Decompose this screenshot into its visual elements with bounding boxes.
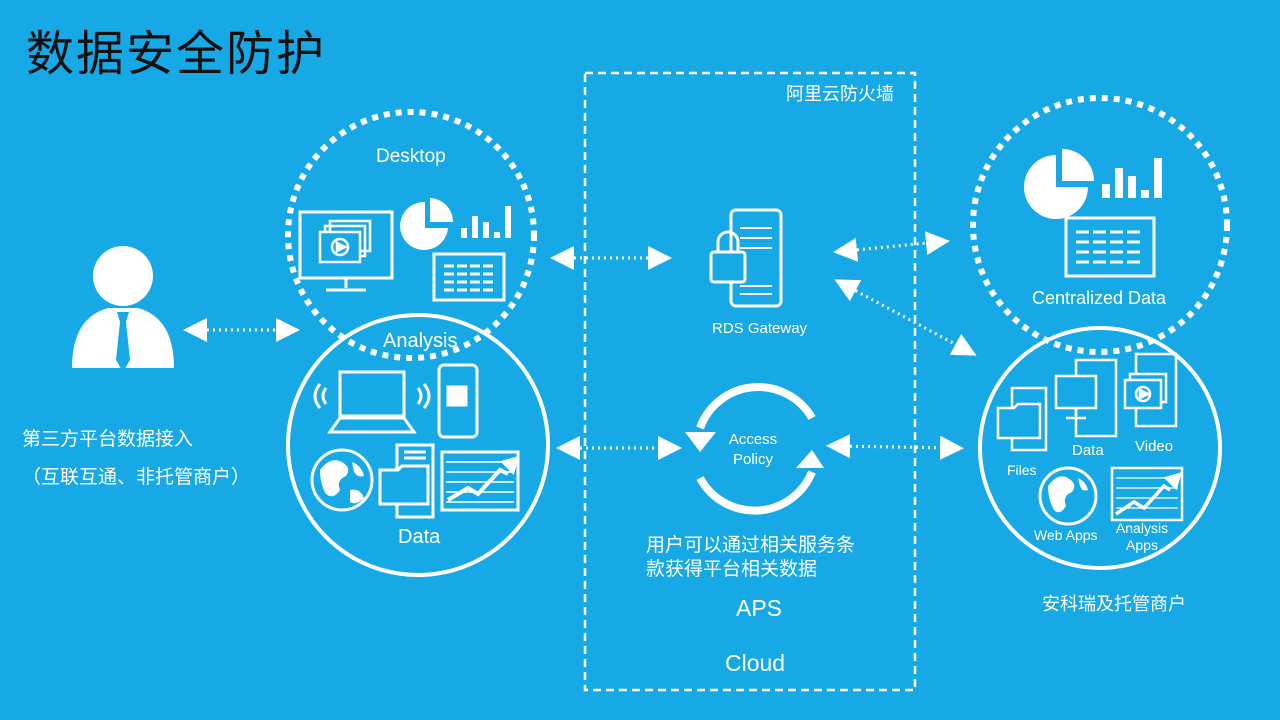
analysis-apps-line2: Apps xyxy=(1126,537,1158,553)
webapps-label: Web Apps xyxy=(1034,527,1098,543)
gateway-label: RDS Gateway xyxy=(712,320,808,337)
user-caption-line1: 第三方平台数据接入 xyxy=(22,428,194,450)
terms-line2: 款获得平台相关数据 xyxy=(646,558,818,580)
analysis-apps-label: Analysis Apps xyxy=(1110,520,1174,554)
analysis-apps-line1: Analysis xyxy=(1115,520,1169,536)
laptop-icon xyxy=(313,370,431,434)
access-policy-line1: Access xyxy=(728,431,778,448)
spreadsheet-icon-right xyxy=(1064,216,1156,278)
phone-icon xyxy=(437,363,479,439)
policy-merchant-arrow xyxy=(826,434,964,460)
analysis-label: Analysis xyxy=(383,330,458,352)
desktop-circle xyxy=(285,109,537,361)
files-icon-right xyxy=(996,386,1048,452)
firewall-label: 阿里云防火墙 xyxy=(786,84,894,105)
firewall-boundary xyxy=(583,71,917,692)
data-label: Data xyxy=(398,526,441,548)
monitor-icon xyxy=(298,210,394,292)
data-circle xyxy=(286,313,550,577)
terms-line1: 用户可以通过相关服务条 xyxy=(646,534,856,556)
spreadsheet-icon xyxy=(432,252,506,302)
desktop-label: Desktop xyxy=(376,146,446,167)
user-caption-line2: （互联互通、非托管商户） xyxy=(22,466,251,488)
page-title: 数据安全防护 xyxy=(26,26,327,82)
files-icon xyxy=(378,443,435,519)
merchant-caption: 安科瑞及托管商户 xyxy=(1042,594,1186,615)
globe-icon-right xyxy=(1038,466,1098,526)
cycle-arrowhead-left xyxy=(685,432,716,452)
centralized-data-label: Centralized Data xyxy=(1032,288,1167,308)
gateway-centralized-arrow xyxy=(833,231,950,262)
access-policy-line2: Policy xyxy=(732,451,773,468)
bar-chart-icon xyxy=(461,206,511,238)
aps-label: APS xyxy=(736,595,783,621)
cloud-label: Cloud xyxy=(725,650,786,676)
globe-icon xyxy=(310,448,374,512)
pie-chart-icon-right xyxy=(1024,149,1094,219)
trend-chart-icon-right xyxy=(1110,466,1184,522)
server-lock-icon xyxy=(709,208,783,308)
video-label: Video xyxy=(1135,438,1174,455)
cycle-arrowhead-right xyxy=(796,450,824,468)
merchant-apps-circle xyxy=(978,326,1222,570)
centralized-data-circle xyxy=(970,95,1230,355)
data-label-right: Data xyxy=(1072,442,1104,459)
files-label: Files xyxy=(1007,462,1037,478)
bar-chart-icon-right xyxy=(1102,158,1162,198)
user-icon xyxy=(72,246,174,372)
access-policy-label: Access Policy xyxy=(716,430,790,470)
data-device-icon xyxy=(1054,358,1118,438)
pie-chart-icon xyxy=(400,198,453,250)
video-device-icon xyxy=(1123,352,1178,428)
gateway-merchant-arrow xyxy=(834,279,977,356)
video-stack-icon xyxy=(318,219,372,264)
access-policy-cycle-icon xyxy=(696,383,816,515)
trend-chart-icon xyxy=(440,450,520,512)
